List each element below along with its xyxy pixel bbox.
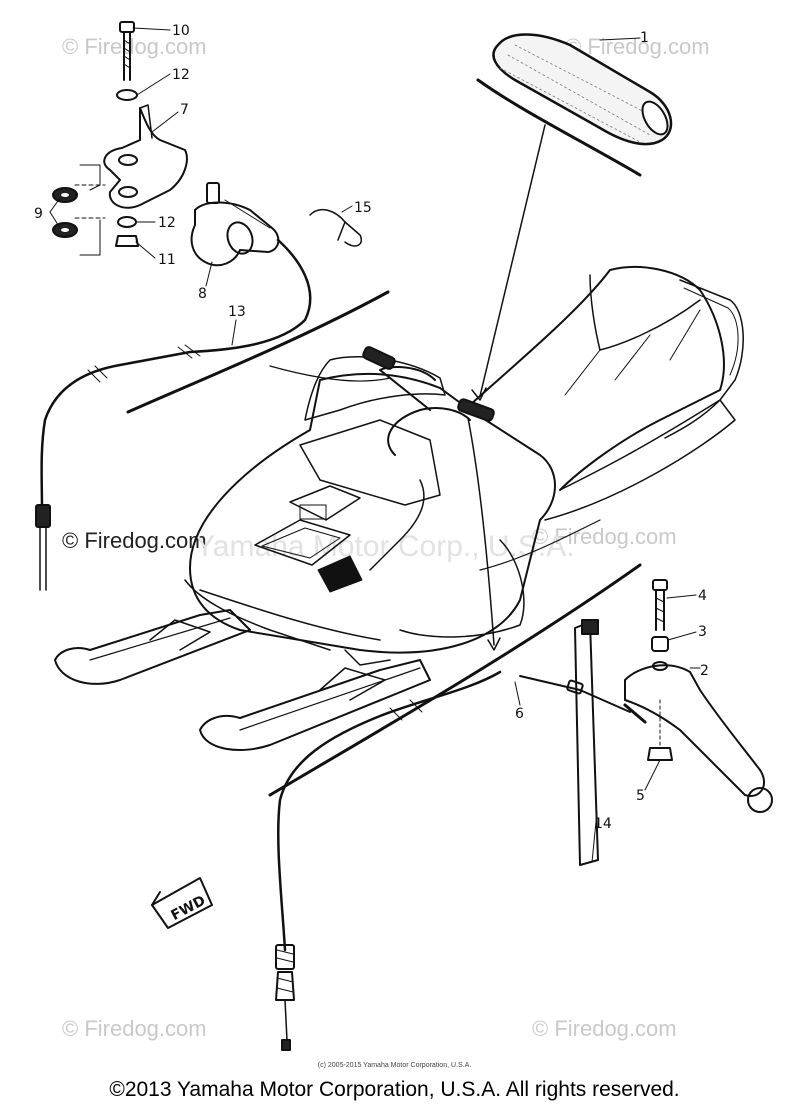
watermark-mid-right: © Firedog.com (532, 524, 677, 549)
watermark-top-left: © Firedog.com (62, 34, 207, 59)
callout-1: 1 (640, 30, 649, 46)
footer-copyright: ©2013 Yamaha Motor Corporation, U.S.A. A… (109, 1078, 680, 1101)
callout-7: 7 (180, 102, 189, 118)
snowmobile-body (184, 265, 744, 654)
brake-lever-assembly (275, 417, 773, 1051)
skis (54, 609, 431, 751)
callout-12-upper: 12 (172, 67, 190, 83)
separator-line-upper (126, 290, 390, 414)
watermark-bottom-right: © Firedog.com (532, 1016, 677, 1041)
callout-12-lower: 12 (158, 215, 176, 231)
callout-14: 14 (594, 816, 612, 832)
handlebar (362, 346, 495, 571)
callout-8: 8 (198, 286, 207, 302)
watermark-mid-left: © Firedog.com (62, 528, 207, 553)
callout-15: 15 (354, 200, 372, 216)
small-copyright: (c) 2005-2015 Yamaha Motor Corporation, … (317, 1062, 472, 1069)
grip-part-1 (471, 33, 673, 401)
leader-lines (49, 27, 701, 863)
callout-5: 5 (636, 788, 645, 804)
callout-3: 3 (698, 624, 707, 640)
fwd-arrow-icon: FWD (151, 877, 213, 929)
callout-2: 2 (700, 663, 709, 679)
callout-6: 6 (515, 706, 524, 722)
callout-9: 9 (34, 206, 43, 222)
watermark-bottom-left: © Firedog.com (62, 1016, 207, 1041)
callout-4: 4 (698, 588, 707, 604)
fwd-label: FWD (168, 893, 208, 924)
callout-13: 13 (228, 304, 246, 320)
callout-10: 10 (172, 23, 190, 39)
separator-line-lower (268, 563, 642, 797)
callout-11: 11 (158, 252, 176, 268)
throttle-bracket-assembly (35, 21, 391, 591)
